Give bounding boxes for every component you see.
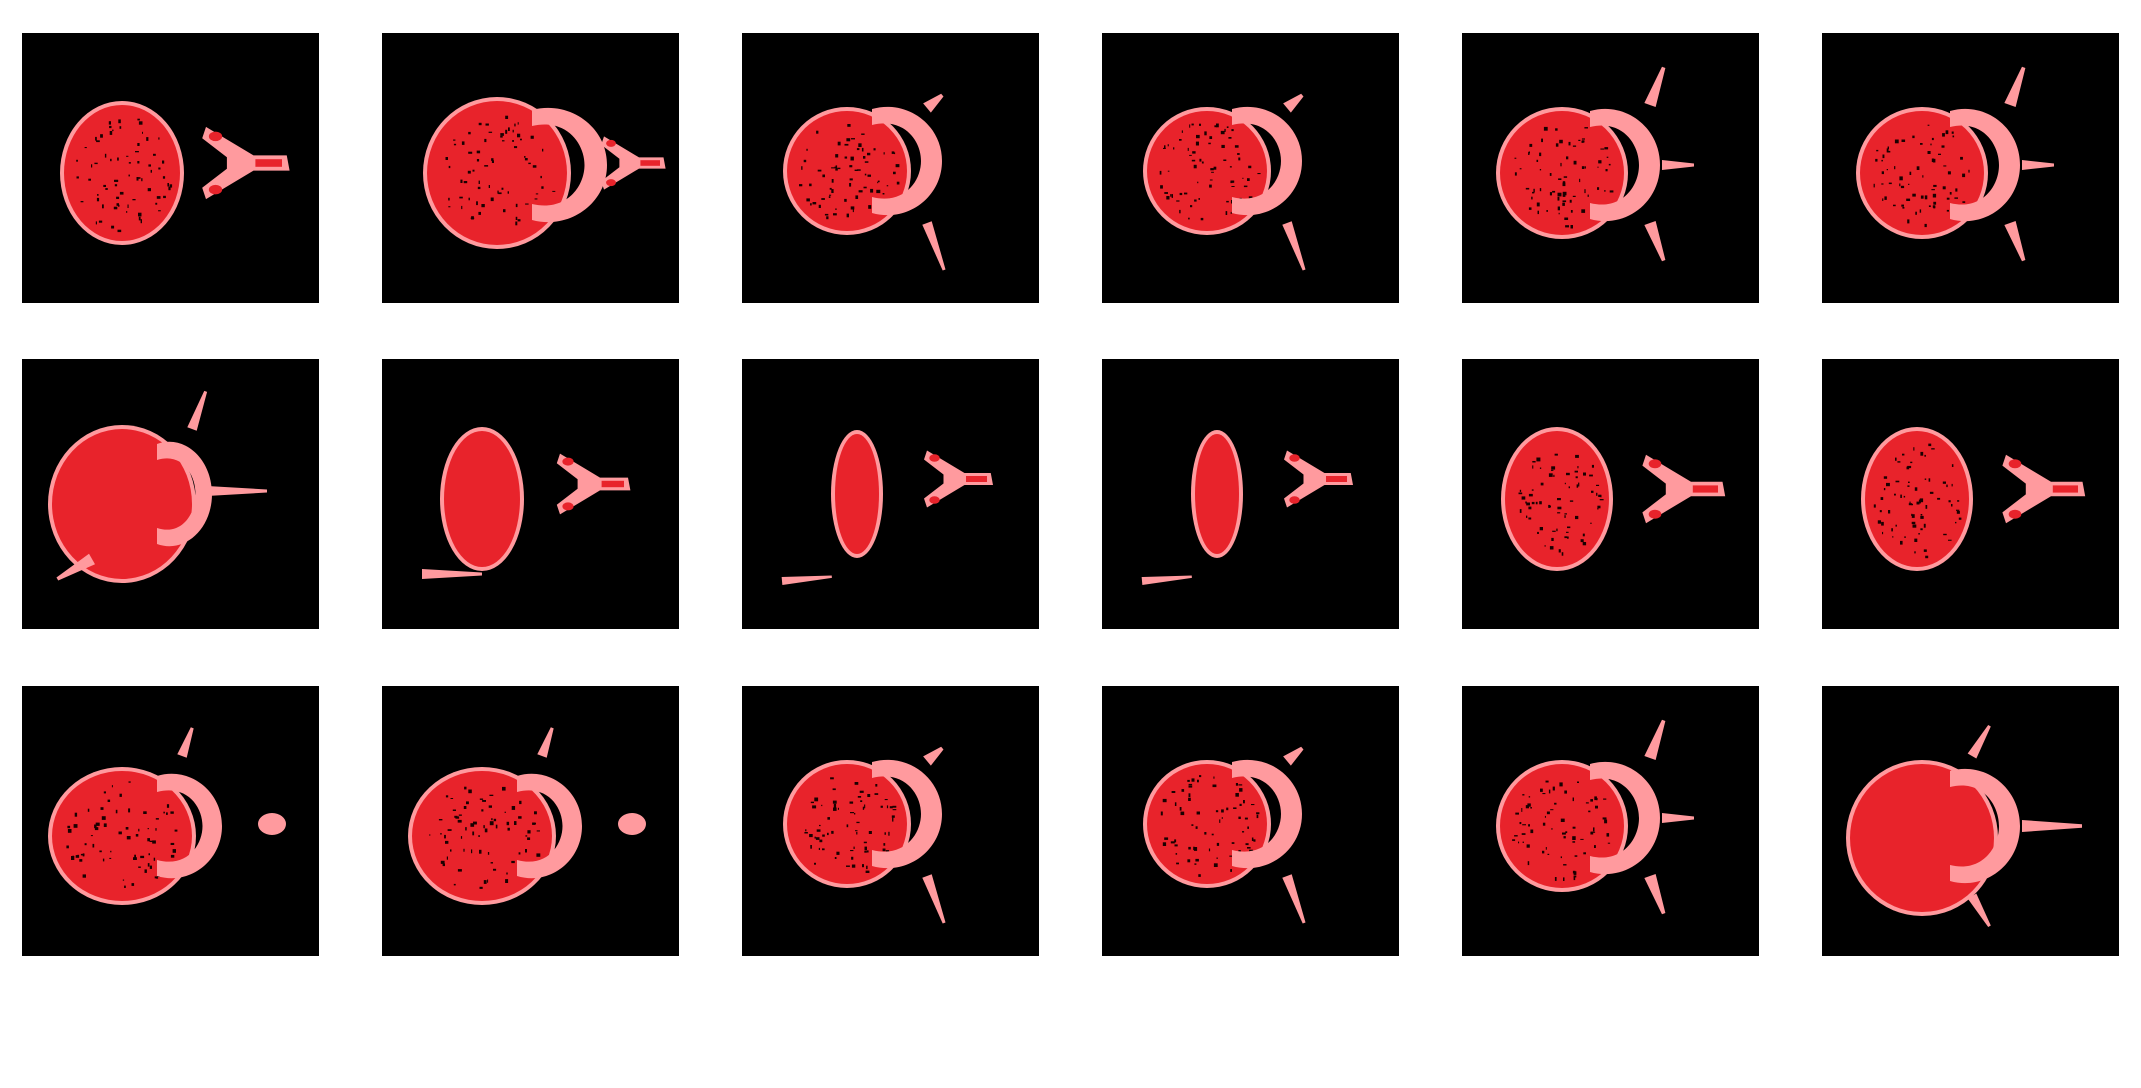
vertebra-slice-panel xyxy=(22,359,319,629)
vertebra-slice-panel xyxy=(382,359,679,629)
vertebra-slice-image xyxy=(742,33,1039,303)
vertebra-slice-image xyxy=(1462,33,1759,303)
vertebra-slice-panel xyxy=(1822,33,2119,303)
vertebra-slice-image xyxy=(382,686,679,956)
vertebra-slice-image xyxy=(1102,359,1399,629)
vertebra-slice-panel xyxy=(742,33,1039,303)
vertebra-slice-image xyxy=(1822,33,2119,303)
vertebra-slice-image xyxy=(742,686,1039,956)
vertebra-slice-image xyxy=(1102,686,1399,956)
vertebra-slice-image xyxy=(742,359,1039,629)
vertebra-slice-image xyxy=(22,686,319,956)
vertebra-slice-panel xyxy=(742,359,1039,629)
vertebra-slice-panel xyxy=(1102,686,1399,956)
vertebra-slice-panel xyxy=(742,686,1039,956)
vertebra-slice-image xyxy=(1102,33,1399,303)
vertebra-slice-image xyxy=(382,33,679,303)
vertebra-slice-image xyxy=(22,33,319,303)
vertebra-slice-image xyxy=(1462,686,1759,956)
vertebra-slice-panel xyxy=(1822,686,2119,956)
vertebra-slice-panel xyxy=(1822,359,2119,629)
vertebra-slice-panel xyxy=(1462,686,1759,956)
vertebra-slice-panel xyxy=(1102,33,1399,303)
vertebra-slice-image xyxy=(382,359,679,629)
vertebra-slice-panel xyxy=(1462,33,1759,303)
vertebra-slice-panel xyxy=(22,686,319,956)
vertebra-slice-image xyxy=(1462,359,1759,629)
vertebra-slice-image xyxy=(1822,686,2119,956)
vertebra-slice-panel xyxy=(22,33,319,303)
vertebra-slice-image xyxy=(1822,359,2119,629)
vertebra-slice-panel xyxy=(382,686,679,956)
vertebra-slice-image xyxy=(22,359,319,629)
vertebra-slice-panel xyxy=(1102,359,1399,629)
vertebra-slice-panel xyxy=(382,33,679,303)
vertebra-slice-panel xyxy=(1462,359,1759,629)
